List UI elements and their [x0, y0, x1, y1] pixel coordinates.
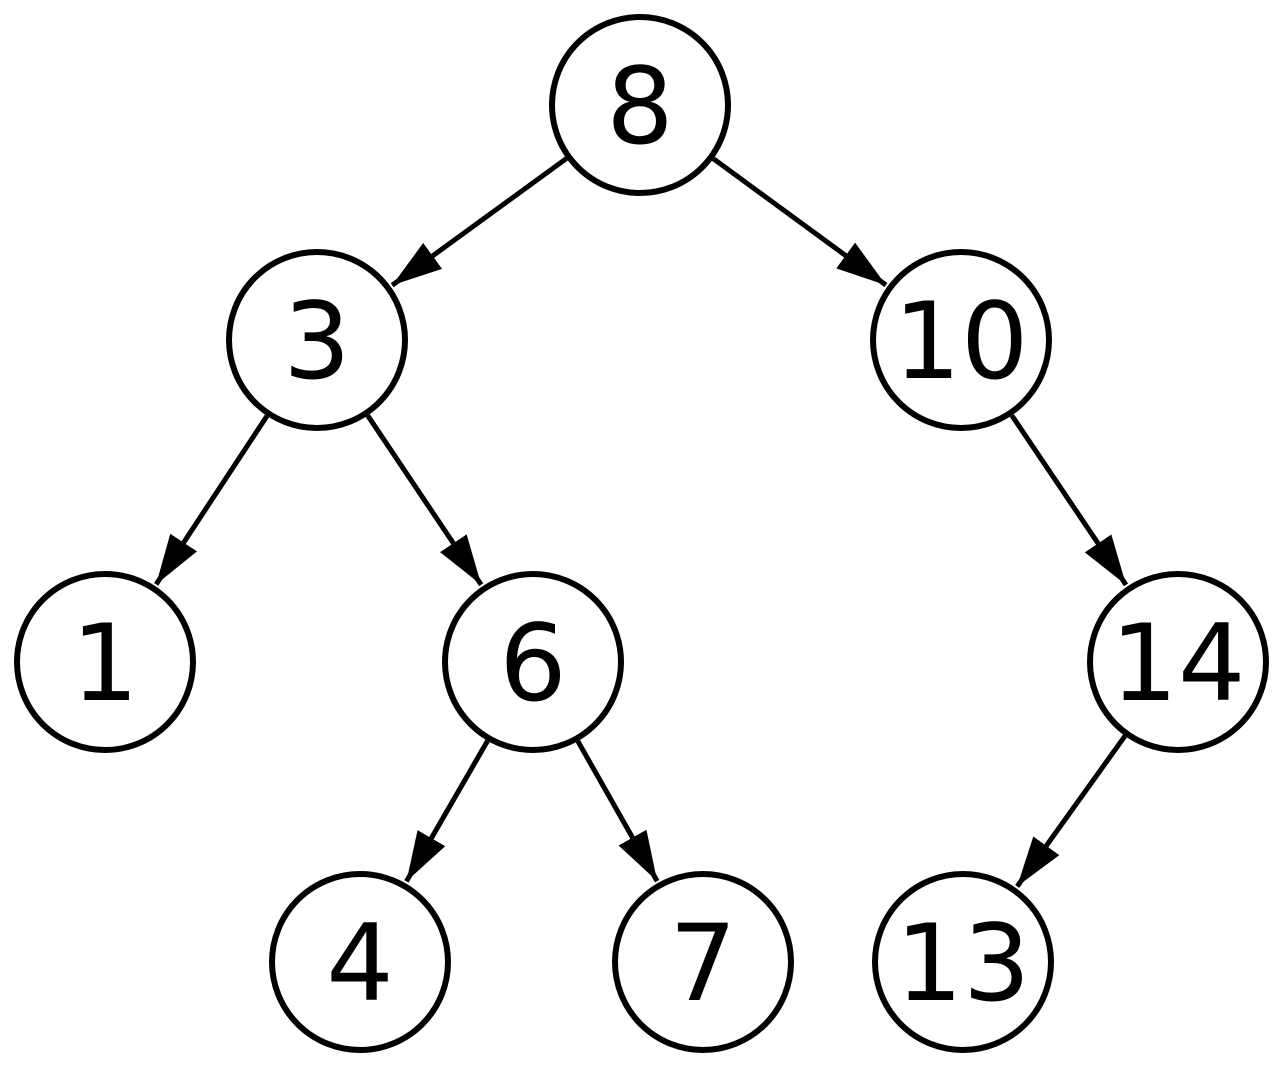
tree-node-3: 3	[226, 249, 408, 431]
node-label-10: 10	[894, 280, 1029, 403]
tree-node-1: 1	[14, 571, 196, 753]
node-circle-8	[549, 14, 731, 196]
tree-node-6: 6	[442, 571, 624, 753]
tree-node-14: 14	[1087, 571, 1269, 753]
node-circle-13	[872, 871, 1054, 1053]
node-label-14: 14	[1111, 602, 1246, 725]
tree-node-4: 4	[269, 871, 451, 1053]
node-label-1: 1	[71, 602, 138, 725]
edge-6-to-4	[404, 739, 490, 883]
edge-6-to-7	[575, 739, 660, 883]
tree-node-7: 7	[612, 871, 794, 1053]
edge-10-to-14	[1009, 414, 1129, 587]
edge-8-to-10	[711, 156, 888, 288]
node-circle-7	[612, 871, 794, 1053]
tree-node-10: 10	[870, 249, 1052, 431]
node-circle-4	[269, 871, 451, 1053]
tree-node-13: 13	[872, 871, 1054, 1053]
node-label-13: 13	[896, 902, 1031, 1025]
edge-14-to-13	[1015, 734, 1128, 888]
node-label-7: 7	[669, 902, 736, 1025]
node-label-3: 3	[283, 280, 350, 403]
edge-8-to-3	[390, 156, 568, 288]
node-circle-10	[870, 249, 1052, 431]
tree-nodes: 8 3 10 1 6 14 4 7 13	[14, 14, 1269, 1053]
node-label-4: 4	[326, 902, 393, 1025]
tree-node-8: 8	[549, 14, 731, 196]
node-circle-3	[226, 249, 408, 431]
edge-3-to-1	[154, 414, 270, 586]
node-circle-14	[1087, 571, 1269, 753]
node-label-6: 6	[499, 602, 566, 725]
node-circle-1	[14, 571, 196, 753]
tree-edges	[154, 156, 1129, 888]
node-circle-6	[442, 571, 624, 753]
node-label-8: 8	[606, 45, 673, 168]
edge-3-to-6	[365, 414, 484, 587]
